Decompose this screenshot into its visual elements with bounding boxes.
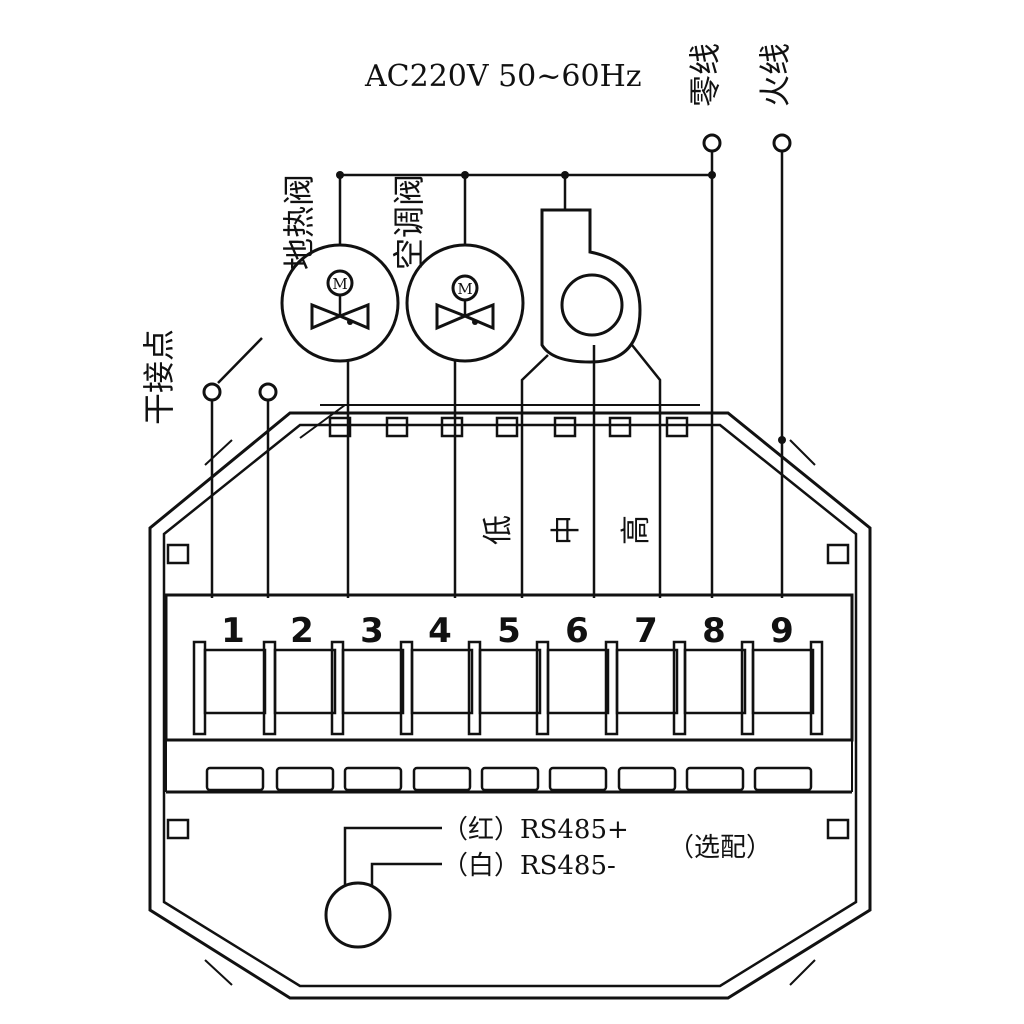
rs485-plus-label: （红）RS485+ [442, 815, 629, 845]
floor-valve-label: 地热阀 [280, 174, 318, 270]
neutral-terminal [702, 133, 722, 153]
motor-icon: M [332, 275, 347, 293]
terminal-2: 2 [290, 611, 314, 651]
dry-contact-terminal-a [202, 382, 222, 402]
top-terminal-posts [328, 416, 689, 438]
terminal-3: 3 [360, 611, 384, 651]
wire-terminals [202, 133, 792, 402]
live-label: 火线 [756, 43, 794, 107]
device-body [148, 404, 872, 1000]
dry-contact-terminal-b [258, 382, 278, 402]
ac-valve-label: 空调阀 [390, 174, 428, 270]
neutral-label: 零线 [686, 43, 724, 107]
rs485-minus-label: （白）RS485- [442, 851, 616, 881]
terminal-4: 4 [428, 611, 452, 651]
motor-icon: M [457, 280, 472, 298]
terminal-7: 7 [634, 611, 658, 651]
live-terminal [772, 133, 792, 153]
terminal-numbers: 1 2 3 4 5 6 7 8 9 [221, 611, 794, 651]
terminal-6: 6 [565, 611, 589, 651]
terminal-5: 5 [497, 611, 521, 651]
wires [210, 151, 786, 598]
power-supply-label: AC220V 50~60Hz [364, 59, 642, 94]
floor-heating-valve: M [280, 243, 400, 363]
fan-motor [540, 208, 642, 364]
terminal-9: 9 [770, 611, 794, 651]
rs485-cable [324, 826, 442, 949]
ac-valve: M [405, 243, 525, 363]
speed-low-label: 低 [481, 515, 516, 545]
terminal-block [164, 593, 854, 794]
terminal-8: 8 [702, 611, 726, 651]
optional-label: （选配） [668, 833, 772, 863]
dry-contact-label: 干接点 [140, 329, 178, 425]
speed-high-label: 高 [619, 515, 654, 545]
terminal-1: 1 [221, 611, 245, 651]
speed-mid-label: 中 [549, 515, 584, 545]
